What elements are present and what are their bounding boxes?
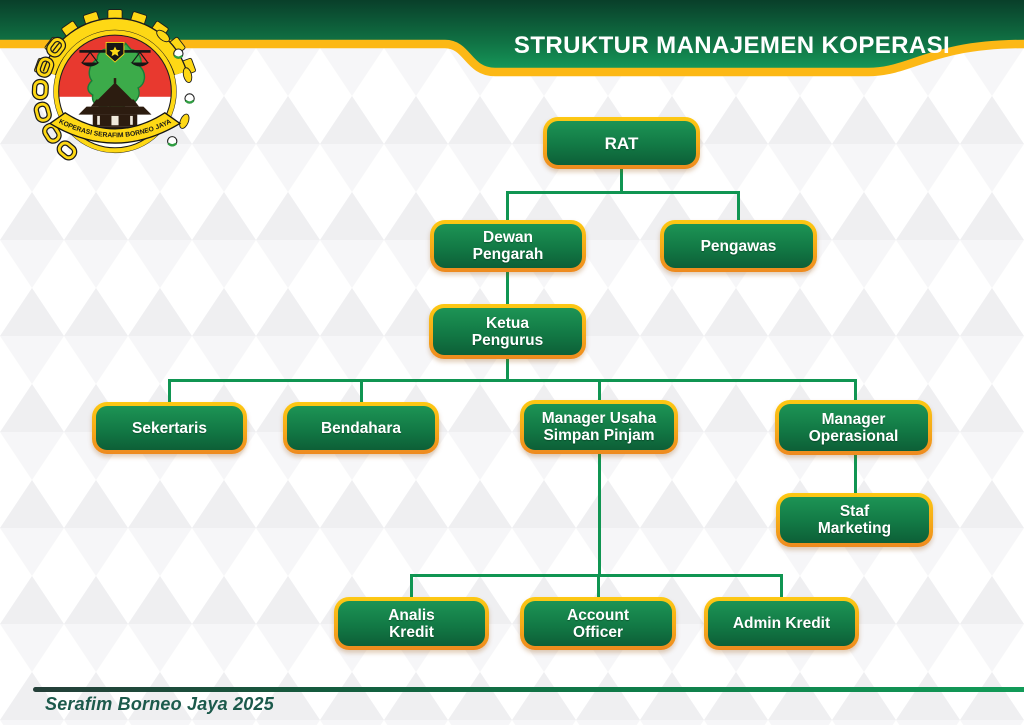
connector-ketua-down bbox=[506, 357, 509, 382]
footer-divider-line bbox=[33, 687, 1024, 692]
connector-level4-rail bbox=[168, 379, 857, 382]
logo-ribbon: KOPERASI SERAFIM BORNEO JAYA bbox=[48, 111, 182, 144]
connector-manager-usaha-drop bbox=[598, 379, 601, 403]
org-node-label-line: Kredit bbox=[389, 623, 434, 641]
connector-rat-down bbox=[620, 167, 623, 193]
logo-scales-icon bbox=[79, 42, 151, 67]
connector-dewan-ketua bbox=[506, 270, 509, 306]
org-node-label-line: Simpan Pinjam bbox=[543, 427, 655, 444]
org-node-analis-kredit: Analis Kredit bbox=[334, 597, 489, 650]
org-node-label-line: Pengarah bbox=[472, 246, 544, 263]
connector-dewan-drop bbox=[506, 191, 509, 222]
header-yellow-stripe bbox=[0, 39, 1024, 77]
koperasi-logo: KOPERASI SERAFIM BORNEO JAYA bbox=[31, 9, 196, 161]
connector-pengawas-drop bbox=[737, 191, 740, 222]
connector-manager-op-staf bbox=[854, 453, 857, 495]
org-node-label: Admin Kredit bbox=[732, 615, 831, 632]
org-node-label: RAT bbox=[604, 133, 639, 153]
org-node-label-line: Manager Usaha bbox=[541, 410, 657, 427]
org-node-label-line: Ketua bbox=[485, 314, 530, 332]
connector-level2-rail bbox=[506, 191, 740, 194]
org-node-label-line: Analis bbox=[388, 606, 435, 624]
org-node-label: Pengawas bbox=[700, 237, 777, 255]
logo-chain-icon bbox=[31, 36, 78, 161]
logo-inner-ring bbox=[58, 34, 172, 149]
header-banner bbox=[0, 0, 1024, 77]
connector-manager-usaha-down bbox=[598, 452, 601, 577]
connector-sekertaris-drop bbox=[168, 379, 171, 404]
org-node-label: Bendahara bbox=[320, 419, 402, 437]
org-node-staf-marketing: Staf Marketing bbox=[776, 493, 933, 547]
header-green-shape bbox=[0, 0, 1024, 72]
org-node-label-line: Officer bbox=[573, 623, 623, 641]
org-node-rat: RAT bbox=[543, 117, 700, 169]
logo-yellow-ring bbox=[53, 30, 177, 153]
org-node-pengawas: Pengawas bbox=[660, 220, 817, 272]
org-node-label-line: Dewan bbox=[483, 229, 533, 246]
org-node-label-line: Marketing bbox=[817, 520, 892, 537]
connector-analis-drop bbox=[410, 574, 413, 599]
page-title: STRUKTUR MANAJEMEN KOPERASI bbox=[513, 32, 951, 59]
footer-caption: Serafim Borneo Jaya 2025 bbox=[45, 694, 274, 714]
logo-laurel-icon bbox=[156, 29, 195, 147]
connector-admin-drop bbox=[780, 574, 783, 599]
org-node-label-line: Pengurus bbox=[471, 331, 544, 349]
org-node-label: Sekertaris bbox=[132, 419, 207, 437]
logo-star-icon bbox=[109, 46, 121, 57]
org-node-label-line: Staf bbox=[839, 503, 870, 520]
org-node-manager-usaha-simpan-pinjam: Manager Usaha Simpan Pinjam bbox=[520, 400, 678, 454]
org-node-manager-operasional: Manager Operasional bbox=[775, 400, 932, 455]
org-node-label-line: Operasional bbox=[808, 427, 899, 445]
connector-level5-rail bbox=[410, 574, 783, 577]
connector-bendahara-drop bbox=[360, 379, 363, 404]
logo-house-icon bbox=[78, 78, 152, 136]
org-node-account-officer: Account Officer bbox=[520, 597, 676, 650]
org-node-sekertaris: Sekertaris bbox=[92, 402, 247, 454]
org-node-bendahara: Bendahara bbox=[283, 402, 439, 454]
org-node-dewan-pengarah: Dewan Pengarah bbox=[430, 220, 586, 272]
org-node-label-line: Account bbox=[567, 606, 629, 624]
connector-account-drop bbox=[597, 574, 600, 599]
org-node-ketua-pengurus: Ketua Pengurus bbox=[429, 304, 586, 359]
org-node-label-line: Manager bbox=[821, 410, 886, 428]
org-node-admin-kredit: Admin Kredit bbox=[704, 597, 859, 650]
connector-manager-op-drop bbox=[854, 379, 857, 403]
